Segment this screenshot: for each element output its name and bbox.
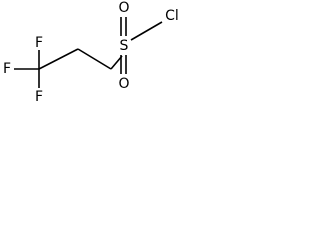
atom-o-top: O xyxy=(118,0,129,16)
atom-f-bottom: F xyxy=(35,89,43,105)
bond-c3-s xyxy=(110,55,123,70)
atom-cl: Cl xyxy=(165,8,179,24)
atom-o-bottom: O xyxy=(118,76,129,92)
structural-formula: F F F O S O Cl xyxy=(3,0,179,105)
atom-f-top: F xyxy=(35,35,43,51)
bond-s-cl xyxy=(130,21,163,41)
atom-f-left: F xyxy=(3,61,11,77)
bond-c2-c3 xyxy=(77,48,112,70)
bond-c1-c2 xyxy=(38,48,79,70)
atom-s: S xyxy=(120,38,129,54)
